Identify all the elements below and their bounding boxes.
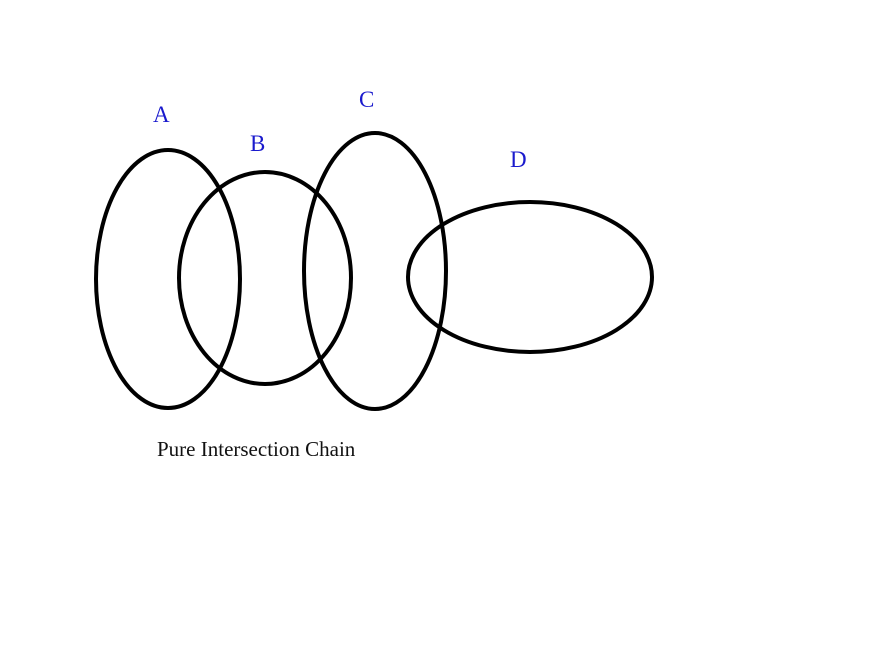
labels-group: A B C D <box>153 87 527 172</box>
set-label-b: B <box>250 131 265 156</box>
diagram-caption: Pure Intersection Chain <box>157 437 356 461</box>
set-label-a: A <box>153 102 170 127</box>
ellipse-a <box>94 148 242 410</box>
ellipse-b <box>177 170 353 386</box>
set-label-c: C <box>359 87 374 112</box>
set-label-d: D <box>510 147 527 172</box>
ellipse-d <box>406 200 654 354</box>
ellipse-c <box>302 131 448 411</box>
ellipses-group <box>94 131 654 411</box>
